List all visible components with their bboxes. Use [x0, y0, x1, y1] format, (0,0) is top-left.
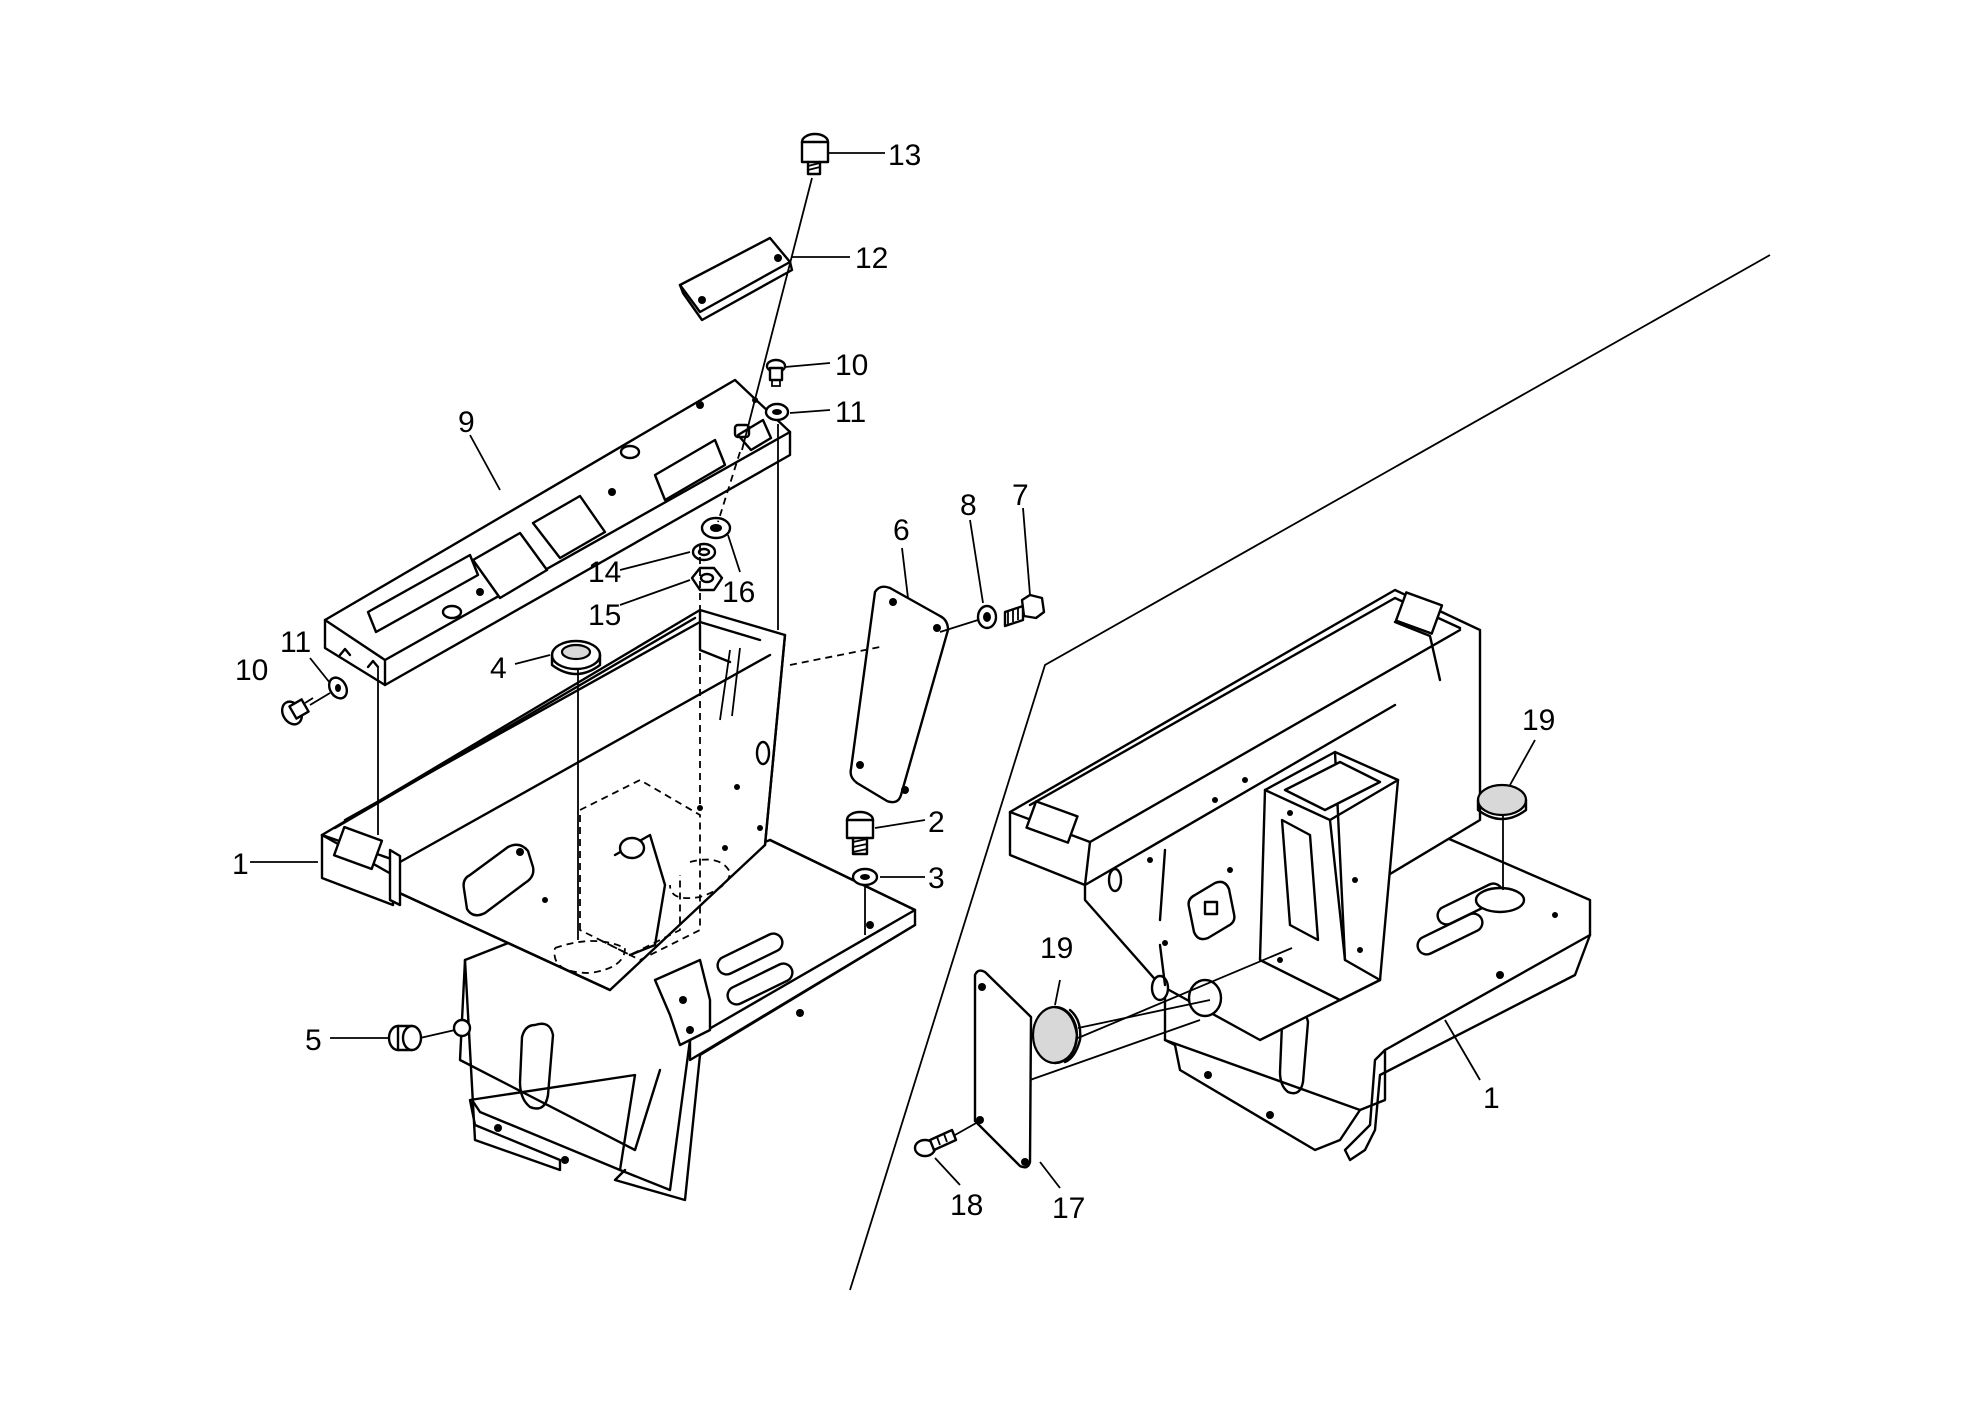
callout-10-left: 10: [235, 654, 268, 687]
main-housing-right: [1008, 588, 1482, 1042]
bolt-2: [845, 810, 875, 856]
bolt-7: [1003, 593, 1046, 628]
callout-7: 7: [1012, 479, 1029, 512]
assembly-lines-right: [954, 815, 1504, 1136]
washer-16: [700, 516, 732, 540]
washer-8: [976, 604, 998, 630]
callout-19-upper: 19: [1522, 704, 1555, 737]
callout-12: 12: [855, 242, 888, 275]
washer-14: [691, 542, 717, 562]
side-plate-6: [849, 585, 950, 804]
grommet-4: [550, 639, 602, 676]
callout-11-left: 11: [280, 626, 311, 659]
plug-19-upper: [1476, 783, 1528, 821]
callout-6: 6: [893, 514, 910, 547]
callout-15: 15: [588, 599, 621, 632]
callout-19-lower: 19: [1040, 932, 1073, 965]
screw-18: [913, 1128, 958, 1158]
plug-19-lower: [1031, 1005, 1082, 1065]
washer-11-left: [327, 676, 349, 700]
assembly-lines-left: [309, 177, 979, 1039]
callout-10-top: 10: [835, 349, 868, 382]
callout-5: 5: [305, 1024, 322, 1057]
callout-14: 14: [588, 556, 621, 589]
callout-11-top: 11: [835, 396, 866, 429]
left-assembly: [280, 132, 1046, 1202]
washer-3: [851, 867, 879, 887]
callout-3: 3: [928, 862, 945, 895]
screw-10-top: [765, 358, 787, 387]
callout-leaders: [250, 152, 1536, 1189]
callout-1-left: 1: [232, 848, 249, 881]
bolt-13: [800, 132, 830, 176]
callout-8: 8: [960, 489, 977, 522]
main-housing-left: [320, 608, 787, 1047]
screw-10-left: [280, 697, 314, 726]
callout-1-right: 1: [1483, 1082, 1500, 1115]
nut-15: [690, 566, 724, 592]
callout-17: 17: [1052, 1192, 1085, 1225]
plug-5: [387, 1024, 423, 1052]
cover-plate-17: [973, 969, 1033, 1169]
callout-13: 13: [888, 139, 921, 172]
top-cover-panel: [323, 378, 792, 687]
callout-16: 16: [722, 576, 755, 609]
callout-18: 18: [950, 1189, 983, 1222]
callout-9: 9: [458, 406, 475, 439]
callout-2: 2: [928, 806, 945, 839]
callout-4: 4: [490, 652, 507, 685]
washer-11-top: [764, 402, 790, 422]
right-assembly: [913, 588, 1592, 1169]
cover-plate-12: [678, 236, 794, 322]
view-divider-line: [849, 254, 1771, 1291]
callout-labels: 13 12 10 11 9 14 15 16 4 6 8 7 2 3 1 5 1…: [232, 139, 1555, 1225]
